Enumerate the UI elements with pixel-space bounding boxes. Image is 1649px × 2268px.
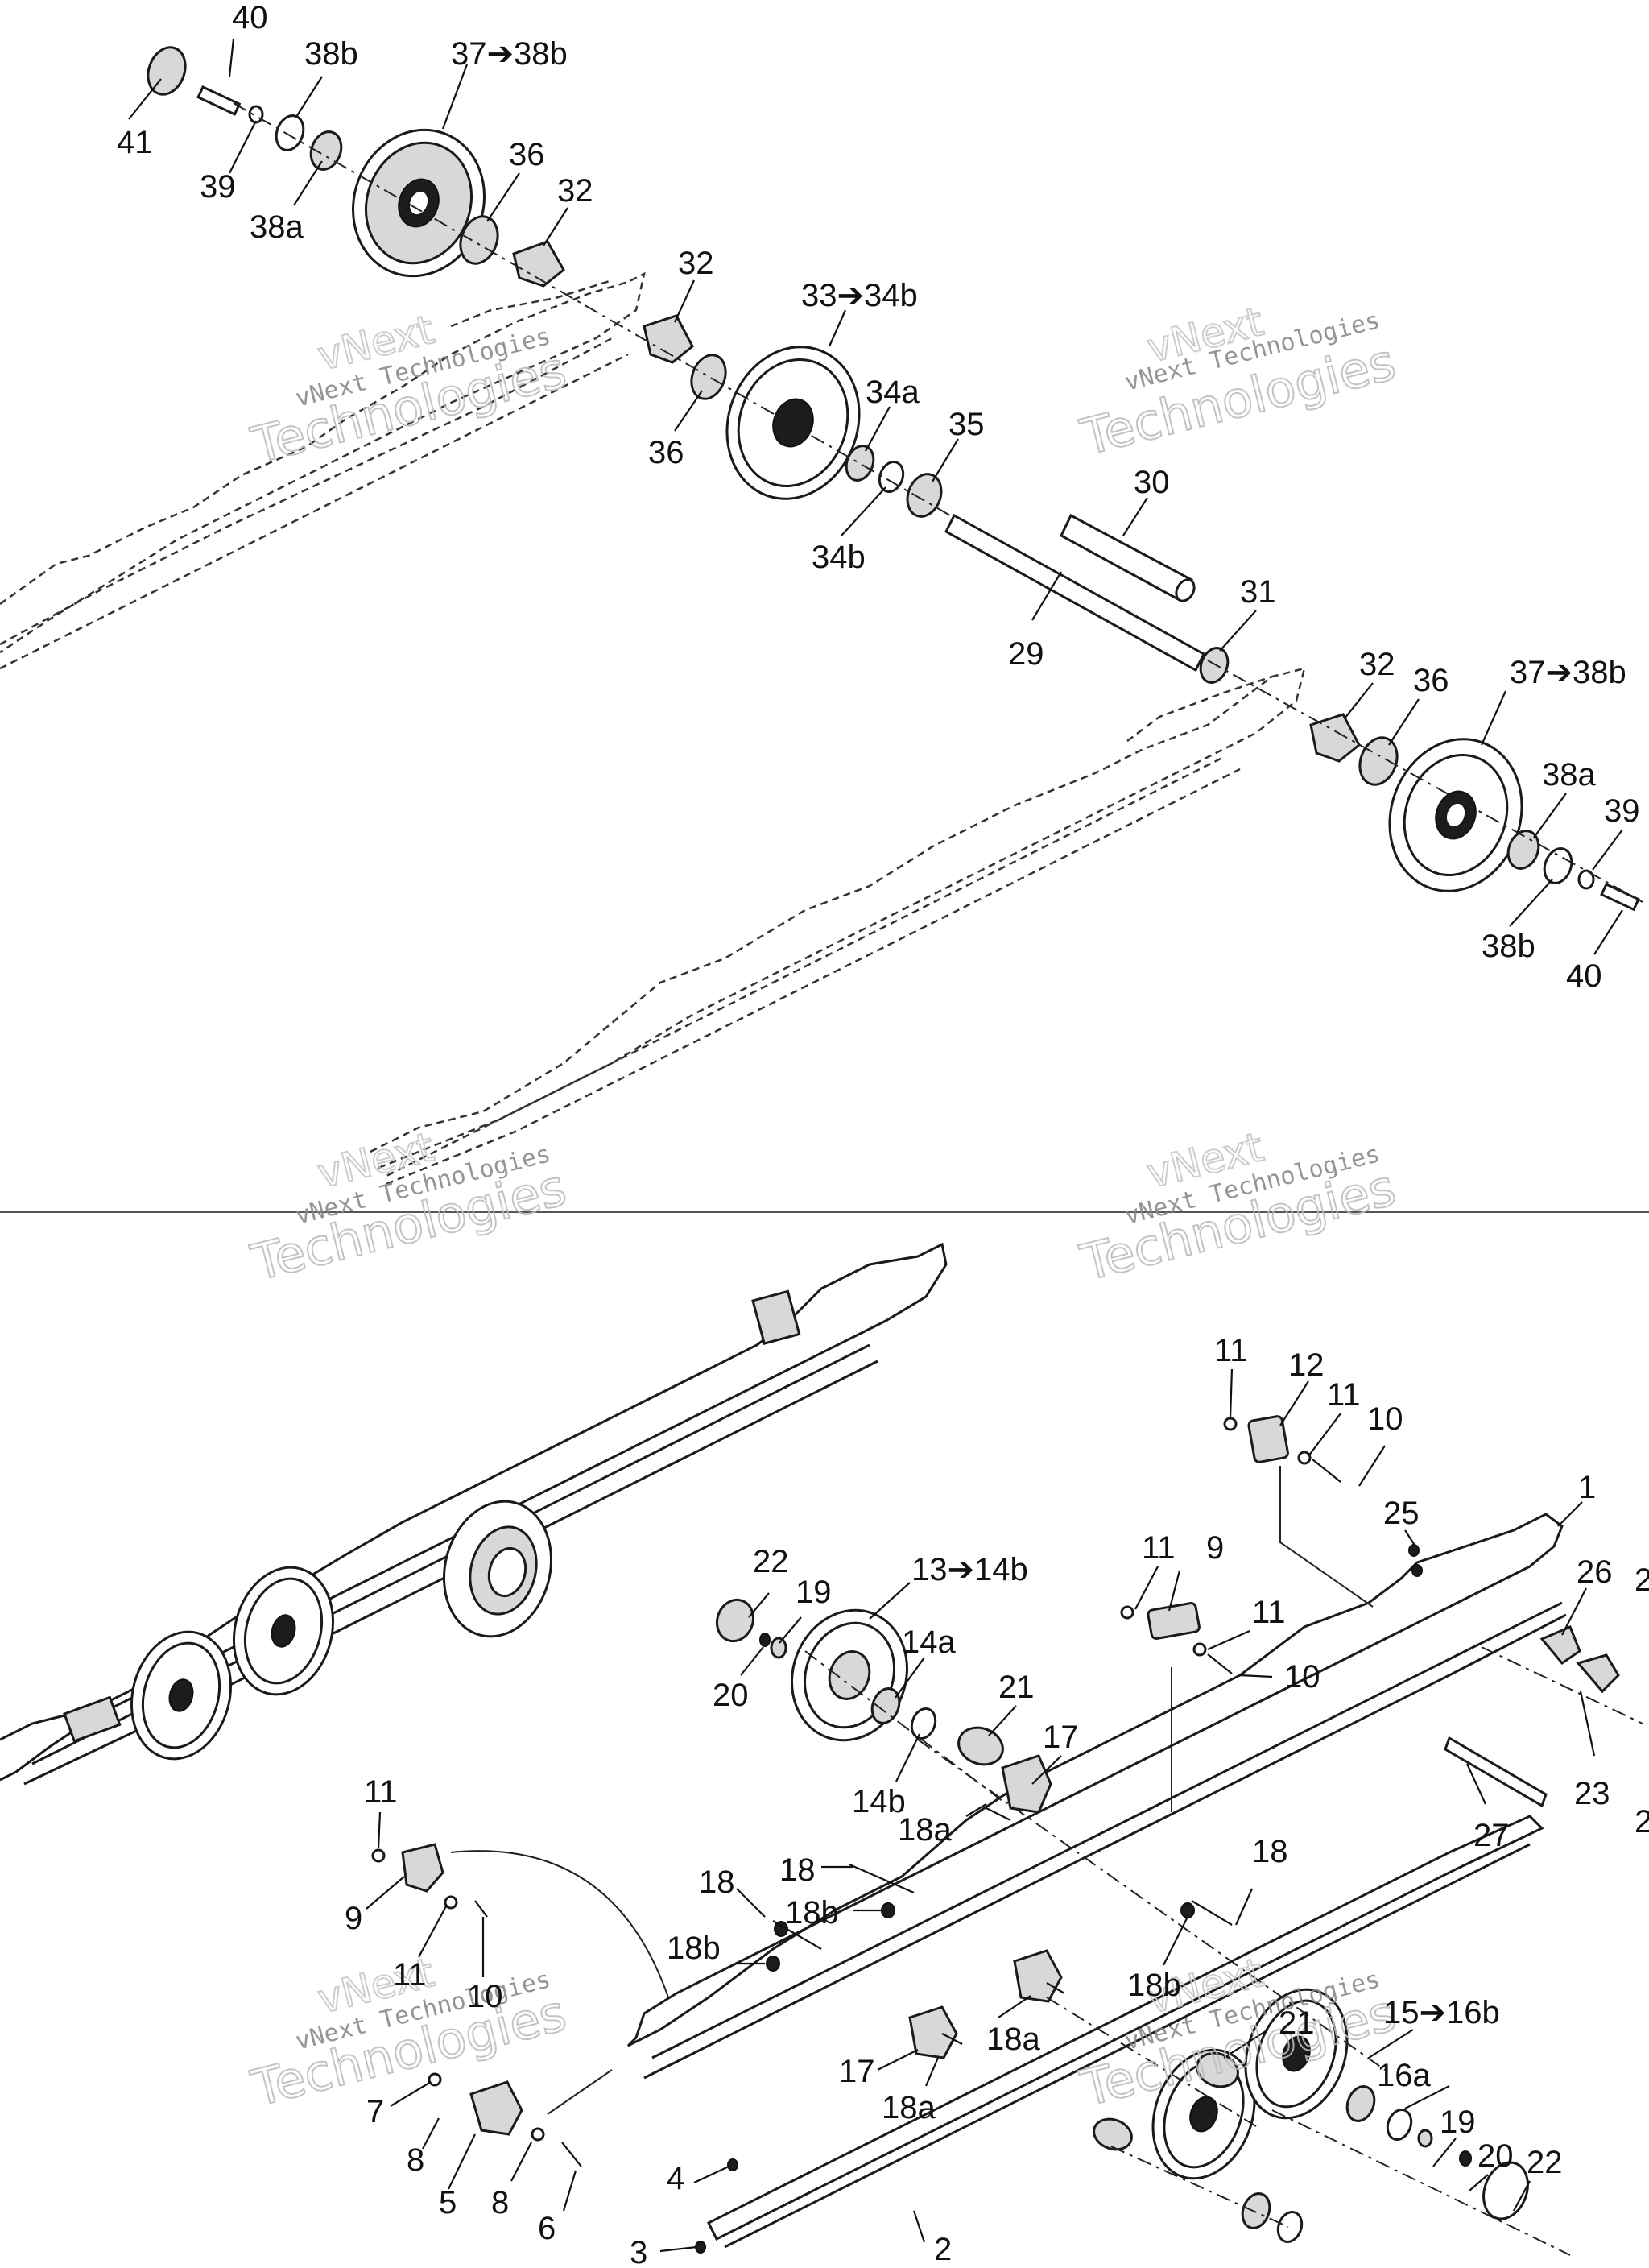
callout-21: 21 [998, 1670, 1035, 1705]
callout-36: 36 [648, 435, 684, 470]
callout-2-edge: 2 [1635, 1562, 1649, 1598]
callout-19: 19 [796, 1575, 832, 1610]
wheel-13 [715, 1598, 1004, 1766]
callout-14a: 14a [902, 1624, 956, 1660]
callout-32: 32 [1359, 647, 1395, 682]
callout-9: 9 [345, 1901, 362, 1936]
callout-41: 41 [117, 125, 153, 160]
callout-13-14b: 13➔14b [911, 1552, 1028, 1587]
callout-11: 11 [1142, 1530, 1176, 1566]
callout-17: 17 [1043, 1720, 1079, 1755]
wheel-15-pair [1093, 1988, 1529, 2243]
callout-32: 32 [557, 173, 593, 209]
callout-8: 8 [407, 2142, 424, 2178]
rail-right-dashed [370, 667, 1306, 1186]
callout-36: 36 [509, 137, 545, 172]
callout-18a: 18a [986, 2022, 1040, 2057]
rail-left-dashed [0, 271, 646, 670]
callout-8: 8 [491, 2185, 509, 2220]
callout-10: 10 [1367, 1401, 1403, 1437]
idler-wheel-top-left [352, 128, 486, 278]
callout-labels: 41 40 39 38b 38a 37➔38b 36 32 32 36 33➔3… [117, 0, 1649, 2268]
spacer-adapter-top [459, 215, 727, 400]
callout-38a: 38a [1542, 757, 1596, 793]
callout-11: 11 [1252, 1595, 1286, 1630]
callout-16a: 16a [1377, 2058, 1431, 2093]
callout-33-34b: 33➔34b [801, 278, 918, 313]
callout-7: 7 [366, 2094, 384, 2129]
callout-15-16b: 15➔16b [1383, 1995, 1500, 2030]
rail-upper-wheels [130, 1500, 553, 1761]
callout-37-38b: 37➔38b [451, 36, 568, 72]
callout-11: 11 [393, 1957, 427, 1993]
leader-lines [128, 38, 1623, 2253]
callout-20: 20 [1477, 2138, 1514, 2174]
callout-20: 20 [713, 1678, 749, 1713]
callout-12: 12 [1288, 1347, 1325, 1383]
axle-tubes [944, 513, 1230, 684]
callout-19: 19 [1440, 2105, 1476, 2140]
callout-23: 23 [1574, 1776, 1610, 1811]
callout-35: 35 [948, 407, 985, 442]
small-hardware-bottom [371, 1415, 1620, 2254]
callout-30: 30 [1134, 465, 1170, 500]
rail-lower-solid [626, 1513, 1567, 2080]
callout-10: 10 [1284, 1659, 1320, 1695]
callout-18a: 18a [882, 2090, 936, 2125]
slide-runner-2 [706, 1815, 1544, 2249]
callout-22: 22 [1527, 2145, 1563, 2180]
center-wheel-33 [725, 346, 943, 518]
top-axis-lines [233, 102, 1643, 903]
callout-11: 11 [1214, 1333, 1248, 1368]
callout-18: 18 [699, 1864, 735, 1900]
callout-10: 10 [467, 1979, 503, 2014]
callout-29: 29 [1008, 636, 1044, 672]
callout-5: 5 [439, 2185, 457, 2220]
callout-6: 6 [538, 2211, 556, 2246]
callout-37-38b: 37➔38b [1510, 655, 1626, 690]
callout-18b: 18b [785, 1895, 839, 1931]
callout-14b: 14b [852, 1784, 906, 1819]
callout-31: 31 [1240, 574, 1276, 610]
callout-25: 25 [1383, 1496, 1420, 1531]
callout-22: 22 [753, 1544, 789, 1579]
callout-2-edge: 2 [1635, 1804, 1649, 1840]
callout-36: 36 [1413, 663, 1449, 698]
callout-11: 11 [1327, 1377, 1361, 1413]
callout-4: 4 [667, 2161, 684, 2196]
callout-17: 17 [839, 2054, 875, 2089]
callout-18a: 18a [898, 1812, 952, 1848]
callout-39: 39 [1604, 793, 1640, 829]
callout-32: 32 [678, 246, 714, 281]
callout-18b: 18b [1127, 1968, 1181, 2003]
callout-18: 18 [1252, 1834, 1288, 1869]
callout-9: 9 [1206, 1530, 1224, 1566]
hardware-top-right [1309, 713, 1640, 912]
callout-38a: 38a [250, 209, 304, 245]
callout-21: 21 [1279, 2005, 1315, 2041]
callout-1: 1 [1578, 1470, 1596, 1505]
callout-34b: 34b [812, 540, 866, 575]
callout-39: 39 [200, 169, 236, 205]
callout-26: 26 [1577, 1554, 1613, 1590]
callout-34a: 34a [866, 375, 920, 410]
callout-40: 40 [1566, 958, 1602, 994]
callout-18b: 18b [667, 1931, 721, 1966]
callout-38b: 38b [1482, 929, 1535, 964]
callout-3: 3 [630, 2235, 647, 2268]
callout-2: 2 [934, 2232, 952, 2267]
callout-40: 40 [232, 0, 268, 35]
callout-27: 27 [1473, 1818, 1510, 1853]
assembly-lines-bottom [450, 1466, 1643, 2256]
callout-38b: 38b [304, 36, 358, 72]
callout-11: 11 [364, 1774, 398, 1810]
callout-18: 18 [779, 1852, 816, 1888]
